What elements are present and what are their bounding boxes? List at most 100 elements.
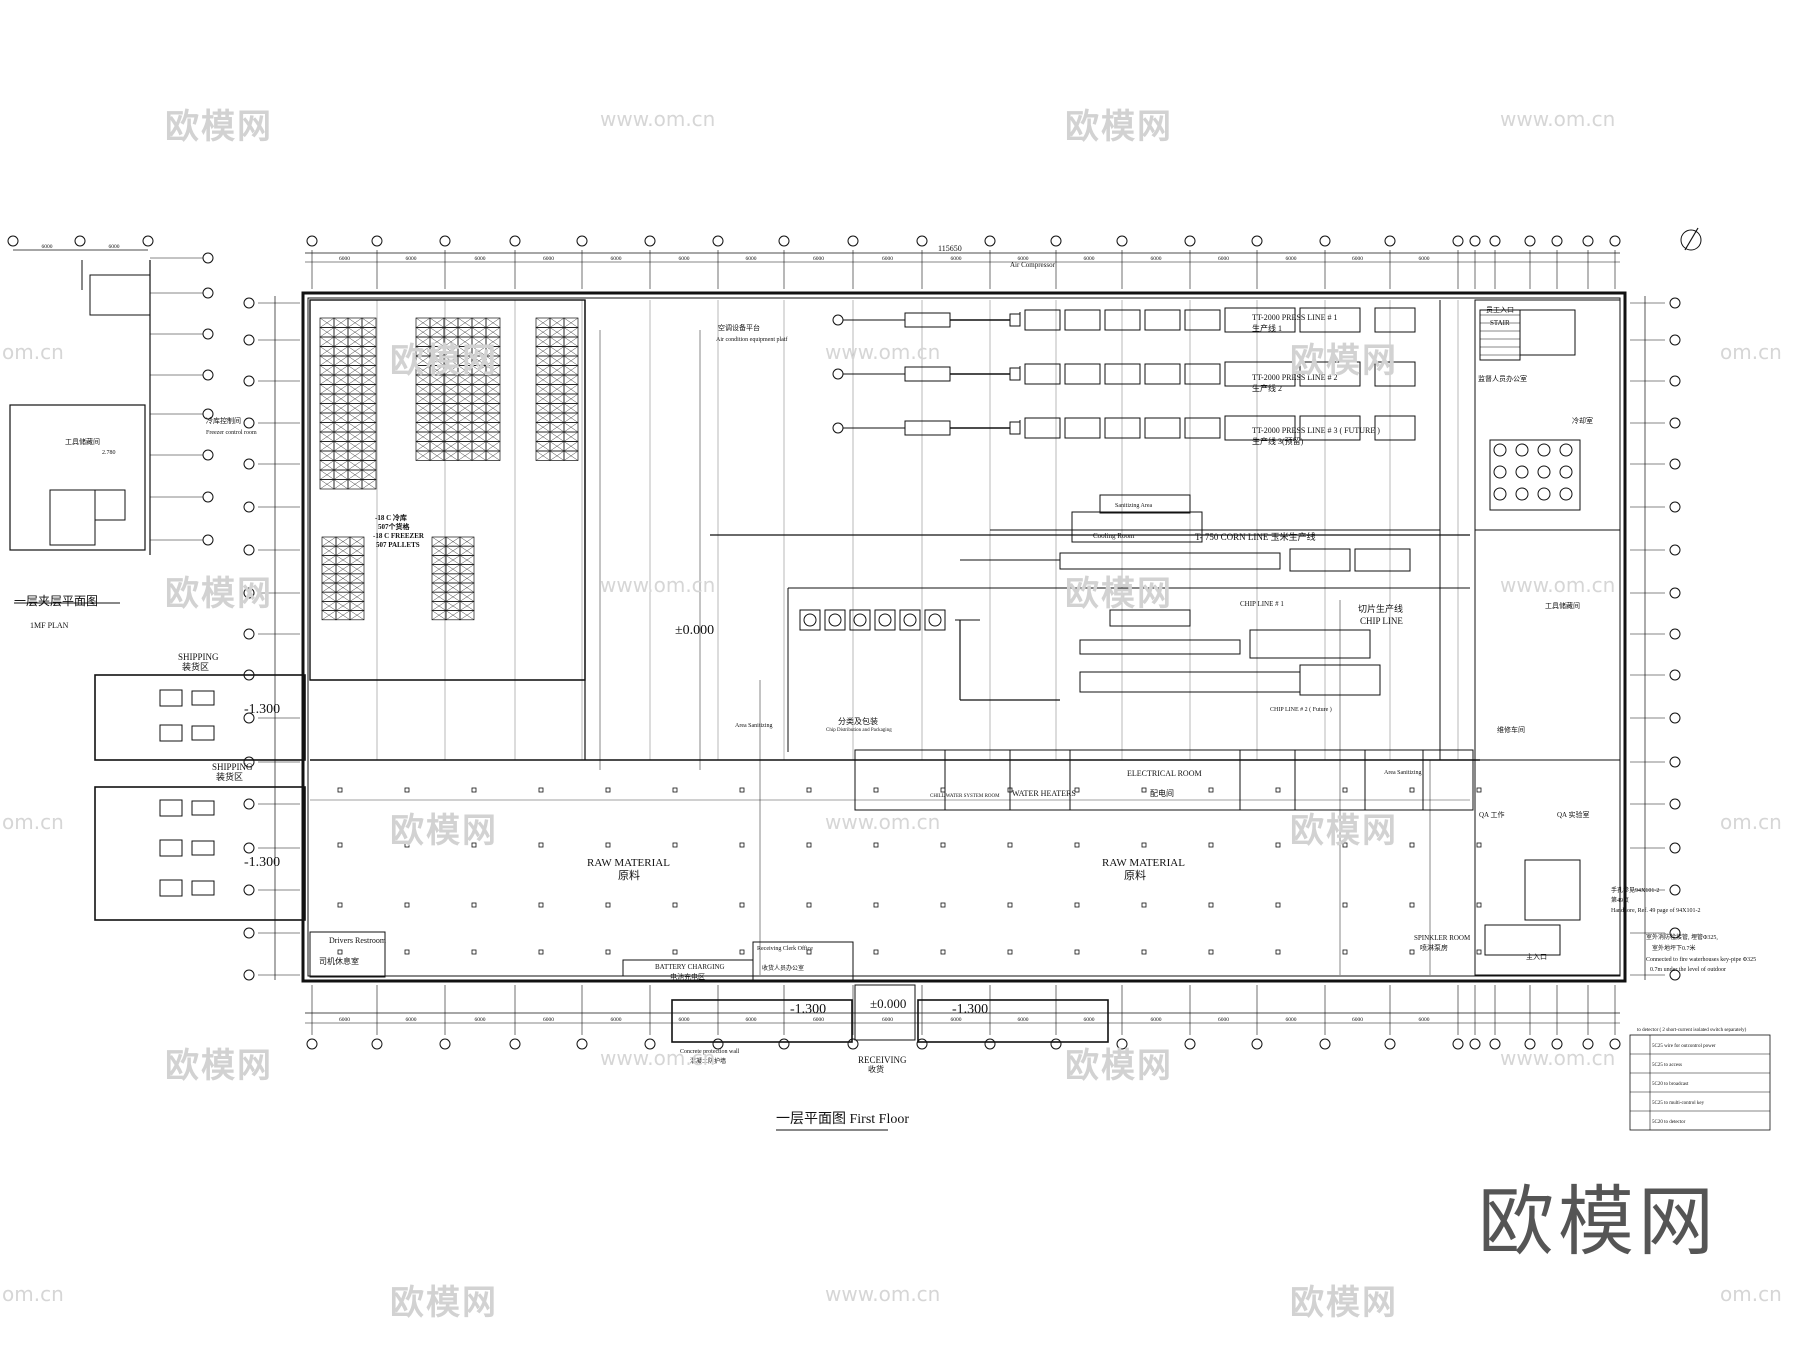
pallet-cross	[549, 384, 565, 395]
grid-bubble	[1669, 712, 1681, 724]
column-marker	[672, 842, 678, 848]
column-marker	[1409, 902, 1415, 908]
pallet-cross	[333, 336, 349, 347]
pallet-cross	[535, 355, 551, 366]
grid-bubble	[1184, 235, 1196, 247]
chip-fryer	[874, 609, 896, 631]
service-room	[1422, 749, 1474, 811]
corn-line-label: T- 750 CORN LINE 玉米生产线	[1195, 532, 1316, 542]
pallet-cross	[563, 450, 579, 461]
grid-bubble	[1669, 842, 1681, 854]
pallet-cross	[347, 327, 363, 338]
pallet-cross	[361, 412, 377, 423]
pallet-cross	[549, 441, 565, 452]
column-marker	[1342, 949, 1348, 955]
watermark-url: www.om.cn	[600, 1046, 716, 1070]
pallet-cross	[445, 582, 461, 593]
column-marker	[1208, 787, 1214, 793]
column-marker	[538, 842, 544, 848]
grid-bubble	[202, 369, 214, 381]
pallet-cross	[429, 422, 445, 433]
pallet-cross	[459, 564, 475, 574]
pallet-cross	[535, 384, 551, 395]
dimension-text: 6000	[1286, 256, 1297, 262]
table	[1537, 465, 1551, 479]
pallet-cross	[415, 431, 431, 442]
spinkler-room	[1484, 924, 1561, 956]
dimension-text: 6000	[611, 1017, 622, 1023]
pallet-cross	[549, 365, 565, 376]
pallet-cross	[333, 403, 349, 414]
pallet-cross	[361, 327, 377, 338]
dimension-text: 6000	[1352, 256, 1363, 262]
pallet-cross	[471, 422, 487, 433]
press-line-2-oven	[1024, 363, 1061, 385]
pallet-cross	[347, 346, 363, 357]
chip-distribution-cn: 分类及包装	[838, 717, 878, 726]
press-line-3-oven	[1024, 417, 1061, 439]
column-marker	[471, 949, 477, 955]
pallet-cross	[485, 327, 501, 338]
pallet-cross	[415, 355, 431, 366]
column-marker	[672, 787, 678, 793]
press-line-2-oven	[1104, 363, 1141, 385]
handhole-note-1: 手孔参见94X101-2	[1611, 888, 1660, 894]
pallet-cross	[415, 403, 431, 414]
grid-bubble	[1116, 1038, 1128, 1050]
grid-bubble	[202, 328, 214, 340]
concrete-wall-label: Concrete protection wall	[680, 1049, 740, 1055]
grid-bubble	[1469, 1038, 1481, 1050]
pallet-cross	[333, 346, 349, 357]
pallet-cross	[335, 601, 351, 611]
grid-bubble	[984, 1038, 996, 1050]
chip-fryer	[849, 609, 871, 631]
grid-bubble	[243, 375, 255, 387]
pallet-cross	[335, 582, 351, 593]
grid-bubble	[1452, 235, 1464, 247]
pallet-cross	[347, 384, 363, 395]
pallet-cross	[549, 450, 565, 461]
watermark-url: om.cn	[2, 1282, 64, 1306]
pallet-cross	[535, 317, 551, 328]
pallet-cross	[429, 336, 445, 347]
grid-bubble	[243, 798, 255, 810]
shipping-dock-2	[94, 786, 306, 921]
pallet-cross	[549, 317, 565, 328]
pallet-cross	[431, 546, 447, 556]
pallet-cross	[535, 336, 551, 347]
legend-row: 5C25 wire for outcontrol power	[1652, 1044, 1716, 1049]
dimension-text: 6000	[406, 1017, 417, 1023]
column-marker	[1074, 949, 1080, 955]
dimension-text: 6000	[813, 256, 824, 262]
receiving-office-label: Receiving Clerk Office	[757, 946, 813, 952]
chip-fryer-drum	[803, 613, 817, 627]
grid-bubble	[1669, 544, 1681, 556]
dimension-text: 6000	[1352, 1017, 1363, 1023]
pallet-cross	[457, 374, 473, 385]
chill-water-label: CHILL WATER SYSTEM ROOM	[930, 794, 1000, 799]
pallet-cross	[415, 327, 431, 338]
pallet-cross	[319, 346, 335, 357]
legend-row: 5C20 to broadcast	[1652, 1082, 1689, 1087]
pallet-cross	[443, 431, 459, 442]
pallet-cross	[471, 441, 487, 452]
grid-bubble	[1669, 884, 1681, 896]
table	[1515, 465, 1529, 479]
pallet-cross	[563, 346, 579, 357]
building-outer-wall	[301, 291, 1627, 983]
pallet-cross	[443, 441, 459, 452]
level-dock-2: -1.300	[244, 855, 281, 870]
press-line-start	[832, 422, 844, 434]
pallet-cross	[415, 441, 431, 452]
spinkler-room-cn: 喷淋泵房	[1420, 944, 1448, 952]
pallet-cross	[535, 403, 551, 414]
grid-bubble	[1469, 235, 1481, 247]
main-entry-label: 主入口	[1526, 953, 1547, 961]
pallet-cross	[347, 393, 363, 404]
press-line-3-en: TT-2000 PRESS LINE # 3 ( FUTURE )	[1252, 426, 1380, 435]
table	[1493, 487, 1507, 501]
receiving-dock-east	[917, 999, 1109, 1043]
column-marker	[605, 787, 611, 793]
shipping-dock-1	[94, 674, 306, 761]
grid-bubble	[439, 1038, 451, 1050]
